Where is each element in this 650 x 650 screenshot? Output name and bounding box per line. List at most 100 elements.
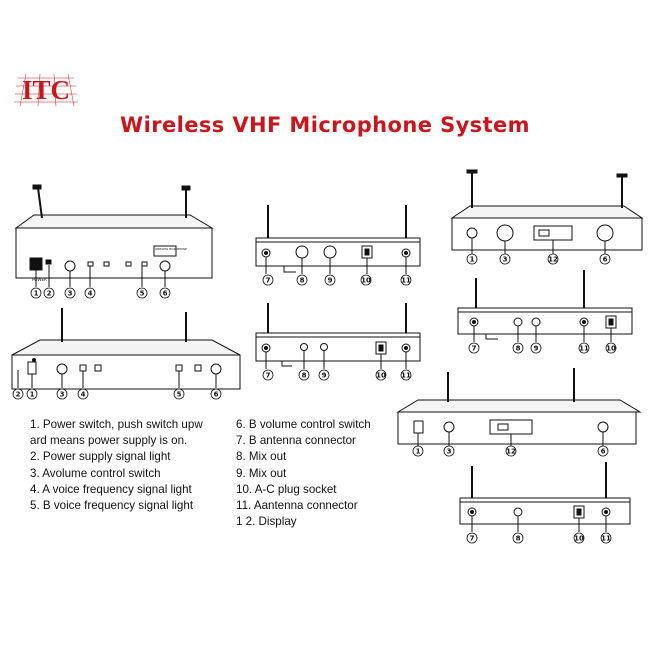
callout-number: 11 bbox=[579, 345, 589, 353]
callout-number: 8 bbox=[300, 277, 305, 285]
callout-number: 2 bbox=[47, 290, 52, 298]
callout-number: 11 bbox=[401, 372, 411, 380]
callout-9: 9 bbox=[530, 342, 542, 354]
callout-10: 10 bbox=[605, 342, 617, 354]
receiver-front-view: POWER WIRELESS MICROPHONE bbox=[14, 184, 214, 287]
callout-3: 3 bbox=[499, 253, 511, 265]
legend-item: 10. A-C plug socket bbox=[236, 482, 337, 496]
callout-number: 3 bbox=[60, 391, 65, 399]
callout-number: 10 bbox=[606, 345, 616, 353]
callout-number: 11 bbox=[601, 535, 611, 543]
model-label: WIRELESS MICROPHONE bbox=[155, 247, 187, 251]
receiver-front-view-display bbox=[450, 169, 644, 254]
callout-number: 1 bbox=[34, 290, 39, 298]
callout-10: 10 bbox=[573, 532, 585, 544]
rear-panel-c bbox=[457, 270, 633, 342]
callout-number: 8 bbox=[516, 535, 521, 543]
legend-item: 11. Aantenna connector bbox=[236, 499, 358, 513]
callout-number: 6 bbox=[163, 290, 168, 298]
legend-item: 8. Mix out bbox=[236, 450, 287, 464]
callout-12: 12 bbox=[547, 253, 559, 265]
callout-number: 3 bbox=[447, 448, 452, 456]
legend-left: 1. Power switch, push switch upw ard mea… bbox=[30, 417, 203, 514]
power-label: POWER bbox=[32, 277, 47, 282]
callout-number: 12 bbox=[506, 448, 516, 456]
page-title: Wireless VHF Microphone System bbox=[120, 113, 530, 137]
callout-1: 1 bbox=[412, 445, 424, 457]
callout-7: 7 bbox=[262, 274, 274, 286]
callout-1: 1 bbox=[466, 253, 478, 265]
legend-item: 9. Mix out bbox=[236, 466, 287, 480]
callout-number: 6 bbox=[603, 256, 608, 264]
legend-right: 6. B volume control switch 7. B antenna … bbox=[236, 417, 371, 530]
callout-3: 3 bbox=[443, 445, 455, 457]
rear-panel-a bbox=[255, 205, 421, 274]
legend-item: ard means power supply is on. bbox=[30, 434, 188, 448]
callout-12: 12 bbox=[505, 445, 517, 457]
callout-4: 4 bbox=[77, 388, 89, 400]
callout-7: 7 bbox=[262, 369, 274, 381]
receiver-rear-view bbox=[11, 308, 241, 390]
callout-number: 10 bbox=[376, 372, 386, 380]
callout-1: 1 bbox=[30, 287, 42, 299]
callout-number: 9 bbox=[328, 277, 333, 285]
callout-number: 4 bbox=[81, 391, 86, 399]
legend-item: 6. B volume control switch bbox=[236, 418, 371, 431]
callout-number: 7 bbox=[470, 535, 475, 543]
rear-panel-d bbox=[459, 462, 631, 532]
callout-number: 11 bbox=[401, 277, 411, 285]
callout-number: 10 bbox=[574, 535, 584, 543]
legend-item: 2. Power supply signal light bbox=[30, 450, 171, 464]
itc-logo: ITC bbox=[14, 68, 78, 108]
callout-number: 8 bbox=[302, 372, 307, 380]
callout-8: 8 bbox=[296, 274, 308, 286]
callout-number: 1 bbox=[470, 256, 475, 264]
legend-item: 5. B voice frequency signal light bbox=[30, 499, 194, 513]
callout-11: 11 bbox=[600, 532, 612, 544]
callout-11: 11 bbox=[578, 342, 590, 354]
callout-number: 5 bbox=[140, 290, 145, 298]
legend-item: 1. Power switch, push switch upw bbox=[30, 418, 203, 431]
callout-number: 8 bbox=[516, 345, 521, 353]
callout-6: 6 bbox=[210, 388, 222, 400]
callout-2: 2 bbox=[43, 287, 55, 299]
callout-number: 2 bbox=[16, 391, 21, 399]
callout-6: 6 bbox=[597, 445, 609, 457]
legend-item: 3. Avolume control switch bbox=[30, 466, 161, 480]
callout-number: 7 bbox=[266, 372, 271, 380]
callout-number: 12 bbox=[548, 256, 558, 264]
callout-number: 10 bbox=[361, 277, 371, 285]
callout-2: 2 bbox=[12, 388, 24, 400]
rear-panel-b bbox=[255, 303, 421, 369]
callout-3: 3 bbox=[56, 388, 68, 400]
callout-number: 7 bbox=[266, 277, 271, 285]
callout-number: 7 bbox=[472, 345, 477, 353]
callout-11: 11 bbox=[400, 369, 412, 381]
callout-6: 6 bbox=[159, 287, 171, 299]
callout-6: 6 bbox=[599, 253, 611, 265]
callout-number: 4 bbox=[88, 290, 93, 298]
callout-number: 9 bbox=[534, 345, 539, 353]
callout-11: 11 bbox=[400, 274, 412, 286]
callout-9: 9 bbox=[324, 274, 336, 286]
logo-graphic: ITC bbox=[14, 73, 78, 107]
callout-8: 8 bbox=[298, 369, 310, 381]
receiver-front-view-lower bbox=[396, 368, 642, 446]
callout-number: 1 bbox=[30, 391, 35, 399]
callout-9: 9 bbox=[318, 369, 330, 381]
legend-item: 4. A voice frequency signal light bbox=[30, 482, 192, 496]
callout-5: 5 bbox=[136, 287, 148, 299]
callout-number: 6 bbox=[214, 391, 219, 399]
callout-1: 1 bbox=[26, 388, 38, 400]
callout-number: 3 bbox=[68, 290, 73, 298]
callout-8: 8 bbox=[512, 532, 524, 544]
callout-7: 7 bbox=[466, 532, 478, 544]
power-switch bbox=[29, 257, 43, 271]
callout-number: 3 bbox=[503, 256, 508, 264]
logo-text: ITC bbox=[22, 75, 70, 105]
callout-8: 8 bbox=[512, 342, 524, 354]
callout-10: 10 bbox=[375, 369, 387, 381]
legend-item: 1 2. Display bbox=[236, 515, 297, 529]
